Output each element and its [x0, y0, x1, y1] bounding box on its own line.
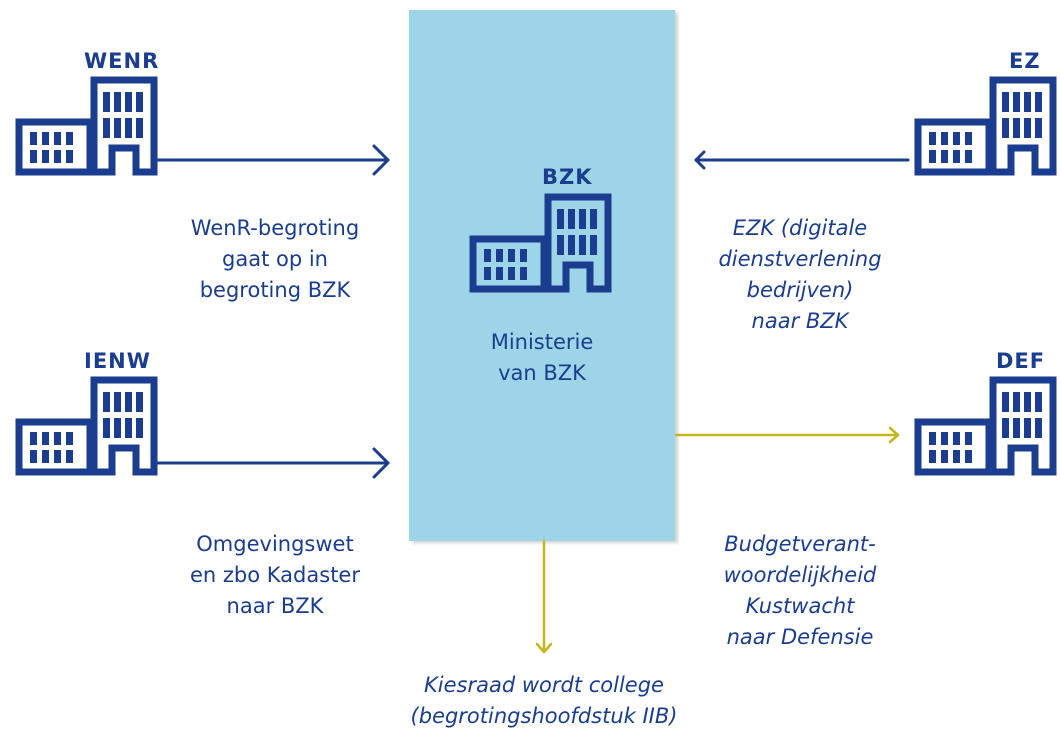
bzk-abbr: BZK [542, 165, 593, 189]
ez-building-icon [918, 80, 1053, 172]
ezk-flow-label: EZK (digitale dienstverlening bedrijven)… [718, 216, 882, 333]
wenr-flow-label: WenR-begroting gaat op in begroting BZK [190, 216, 360, 302]
arrow-ez-to-bzk [694, 150, 910, 170]
ienw-building-icon [19, 380, 154, 472]
def-flow-label: Budgetverant- woordelijkheid Kustwacht n… [723, 532, 877, 649]
def-abbr: DEF [996, 349, 1046, 373]
arrow-ienw-to-bzk [155, 447, 390, 479]
bzk-ministry-label: Ministerie van BZK [490, 330, 594, 385]
ez-abbr: EZ [1009, 49, 1041, 73]
wenr-abbr: WENR [84, 49, 160, 73]
arrow-bzk-to-kiesraad [535, 539, 553, 654]
def-building-icon [918, 380, 1053, 472]
ienw-flow-label: Omgevingswet en zbo Kadaster naar BZK [190, 532, 360, 618]
arrow-wenr-to-bzk [155, 144, 390, 176]
arrow-bzk-to-def [674, 426, 900, 444]
wenr-building-icon [19, 80, 154, 172]
kiesraad-flow-label: Kiesraad wordt college (begrotingshoofds… [410, 673, 678, 728]
bzk-building-icon [473, 197, 608, 289]
ienw-abbr: IENW [84, 349, 151, 373]
